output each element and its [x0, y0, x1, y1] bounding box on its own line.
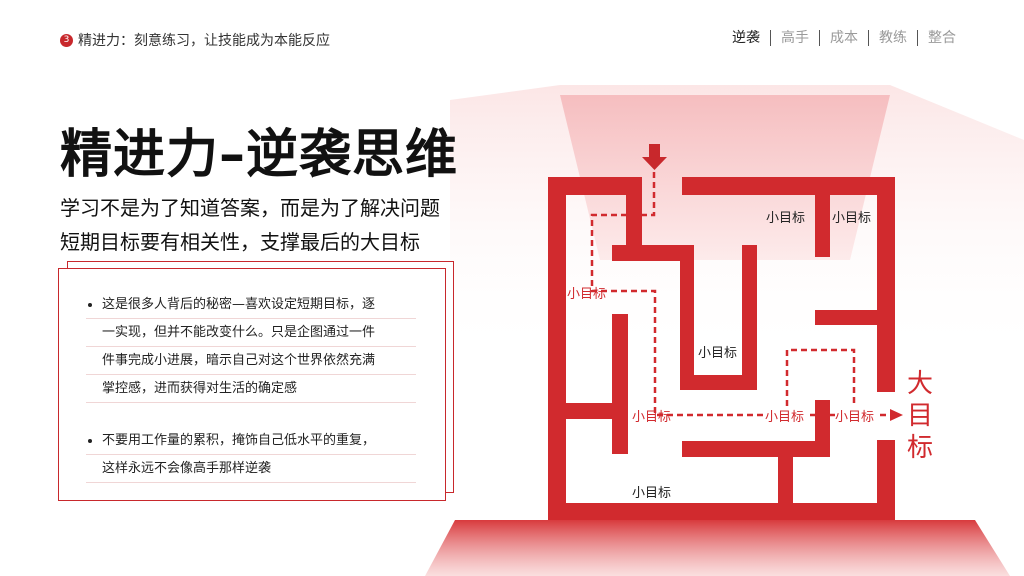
small-goal-label: 小目标 [632, 410, 671, 425]
bullet-line: 掌控感，进而获得对生活的确定感 [86, 375, 416, 403]
big-goal-label: 标 [907, 433, 933, 463]
small-goal-label: 小目标 [567, 287, 606, 302]
bullet-line: 一实现，但并不能改变什么。只是企图通过一件 [86, 319, 416, 347]
small-goal-label: 小目标 [632, 486, 671, 501]
big-goal-label: 目 [907, 401, 933, 431]
nav-item-zhenghe[interactable]: 整合 [917, 30, 966, 46]
small-goal-label: 小目标 [766, 211, 805, 226]
bullet-line: 这样永远不会像高手那样逆袭 [86, 455, 416, 483]
small-goal-label: 小目标 [835, 410, 874, 425]
nav-item-nixi[interactable]: 逆袭 [732, 30, 760, 46]
nav-item-jiaolian[interactable]: 教练 [868, 30, 917, 46]
bullet-line: 件事完成小进展，暗示自己对这个世界依然充满 [86, 347, 416, 375]
small-goal-label: 小目标 [698, 346, 737, 361]
section-number-badge: 3 [60, 33, 73, 47]
breadcrumb: 3 精进力：刻意练习，让技能成为本能反应 [60, 30, 330, 50]
breadcrumb-text: 精进力：刻意练习，让技能成为本能反应 [78, 33, 330, 49]
top-nav: 逆袭 高手 成本 教练 整合 [722, 30, 966, 46]
bullet-item: 这是很多人背后的秘密—喜欢设定短期目标，逐 一实现，但并不能改变什么。只是企图通… [86, 291, 416, 403]
big-goal-label: 大 [907, 369, 933, 399]
nav-item-gaoshou[interactable]: 高手 [770, 30, 819, 46]
subtitle-line: 短期目标要有相关性，支撑最后的大目标 [60, 230, 420, 254]
entrance-arrow-icon [642, 144, 667, 170]
page-title: 精进力–逆袭思维 [60, 125, 459, 185]
bullet-line: 这是很多人背后的秘密—喜欢设定短期目标，逐 [86, 291, 416, 319]
maze-walls [548, 177, 895, 520]
nav-item-chengben[interactable]: 成本 [819, 30, 868, 46]
subtitle-line: 学习不是为了知道答案，而是为了解决问题 [60, 196, 440, 220]
small-goal-label: 小目标 [832, 211, 871, 226]
bullet-line: 不要用工作量的累积，掩饰自己低水平的重复， [86, 427, 416, 455]
small-goal-label: 小目标 [765, 410, 804, 425]
bullet-item: 不要用工作量的累积，掩饰自己低水平的重复， 这样永远不会像高手那样逆袭 [86, 427, 416, 483]
exit-arrow-icon [890, 409, 903, 421]
content-card: 这是很多人背后的秘密—喜欢设定短期目标，逐 一实现，但并不能改变什么。只是企图通… [58, 268, 446, 501]
